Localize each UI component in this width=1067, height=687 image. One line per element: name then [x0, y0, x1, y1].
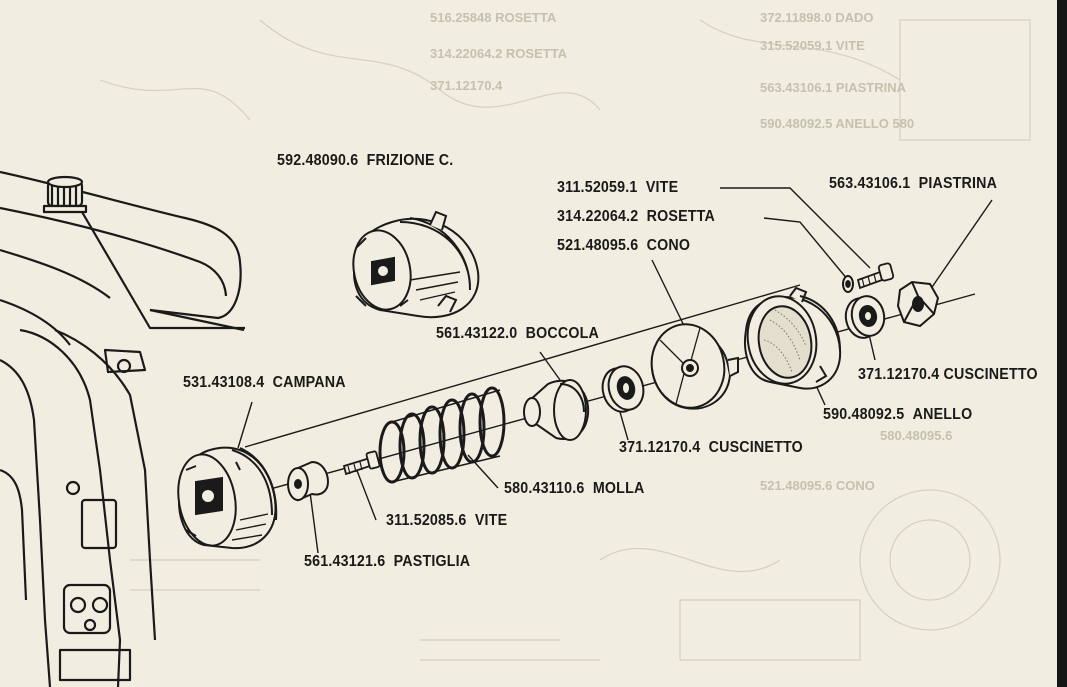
label-cuscinetto-right-name: CUSCINETTO — [943, 366, 1038, 383]
label-vite-bottom-code: 311.52085.6 — [386, 512, 467, 529]
label-campana-name: CAMPANA — [272, 374, 346, 391]
label-vite-top-code: 311.52059.1 — [557, 179, 638, 196]
label-cuscinetto-middle-name: CUSCINETTO — [708, 439, 803, 456]
background-ghost-text: 516.25848 ROSETTA 314.22064.2 ROSETTA 37… — [430, 10, 952, 493]
svg-text:521.48095.6 CONO: 521.48095.6 CONO — [760, 478, 875, 493]
label-cono: 521.48095.6 CONO — [557, 237, 690, 255]
svg-text:516.25848 ROSETTA: 516.25848 ROSETTA — [430, 10, 557, 25]
part-molla-spring — [378, 386, 506, 484]
label-campana: 531.43108.4 CAMPANA — [183, 374, 346, 392]
svg-text:314.22064.2 ROSETTA: 314.22064.2 ROSETTA — [430, 46, 568, 61]
label-boccola: 561.43122.0 BOCCOLA — [436, 325, 599, 343]
label-piastrina-code: 563.43106.1 — [829, 175, 911, 192]
label-cuscinetto-middle: 371.12170.4 CUSCINETTO — [619, 439, 803, 457]
label-frizione-code: 592.48090.6 — [277, 152, 359, 169]
label-anello-name: ANELLO — [912, 406, 973, 423]
part-vite-bottom — [342, 450, 381, 476]
label-pastiglia-code: 561.43121.6 — [304, 553, 386, 570]
label-frizione-name: FRIZIONE C. — [366, 152, 454, 169]
label-pastiglia: 561.43121.6 PASTIGLIA — [304, 553, 470, 571]
svg-text:371.12170.4: 371.12170.4 — [430, 78, 503, 93]
label-boccola-name: BOCCOLA — [525, 325, 600, 342]
label-pastiglia-name: PASTIGLIA — [393, 553, 471, 570]
label-anello-code: 590.48092.5 — [823, 406, 905, 423]
label-piastrina: 563.43106.1 PIASTRINA — [829, 175, 997, 193]
part-cuscinetto-right — [844, 295, 886, 339]
part-anello — [744, 286, 842, 390]
svg-text:580.48095.6: 580.48095.6 — [880, 428, 952, 443]
svg-text:372.11898.0 DADO: 372.11898.0 DADO — [760, 10, 873, 25]
part-piastrina — [896, 280, 940, 328]
label-molla-code: 580.43110.6 — [504, 480, 585, 497]
svg-text:563.43106.1 PIASTRINA: 563.43106.1 PIASTRINA — [760, 80, 907, 95]
part-pastiglia — [287, 460, 330, 502]
label-cuscinetto-right: 371.12170.4 CUSCINETTO — [858, 366, 1038, 384]
label-rosetta-code: 314.22064.2 — [557, 208, 639, 225]
label-molla: 580.43110.6 MOLLA — [504, 480, 644, 498]
page-edge-gap — [1055, 0, 1057, 687]
label-cuscinetto-middle-code: 371.12170.4 — [619, 439, 701, 456]
engine-case-drawing — [0, 170, 245, 687]
label-anello: 590.48092.5 ANELLO — [823, 406, 972, 424]
label-rosetta: 314.22064.2 ROSETTA — [557, 208, 715, 226]
part-cono — [650, 323, 739, 410]
label-piastrina-name: PIASTRINA — [918, 175, 998, 192]
page-edge-border — [1057, 0, 1067, 687]
label-vite-bottom: 311.52085.6 VITE — [386, 512, 507, 530]
part-vite-top — [856, 262, 895, 290]
label-vite-bottom-name: VITE — [474, 512, 508, 529]
label-vite-top-name: VITE — [645, 179, 679, 196]
label-cuscinetto-right-code: 371.12170.4 — [858, 366, 940, 383]
background-ghost-print — [99, 19, 1031, 661]
part-rosetta — [842, 275, 854, 293]
label-campana-code: 531.43108.4 — [183, 374, 265, 391]
label-molla-name: MOLLA — [592, 480, 645, 497]
label-boccola-code: 561.43122.0 — [436, 325, 518, 342]
label-vite-top: 311.52059.1 VITE — [557, 179, 678, 197]
label-cono-code: 521.48095.6 — [557, 237, 639, 254]
part-boccola — [523, 379, 590, 441]
part-frizione-assembly — [352, 210, 480, 319]
svg-text:590.48092.5 ANELLO 580: 590.48092.5 ANELLO 580 — [760, 116, 914, 131]
label-frizione: 592.48090.6 FRIZIONE C. — [277, 152, 453, 170]
label-rosetta-name: ROSETTA — [646, 208, 715, 225]
part-cuscinetto-middle — [601, 365, 645, 413]
part-campana — [177, 446, 278, 550]
label-cono-name: CONO — [646, 237, 691, 254]
svg-text:315.52059.1 VITE: 315.52059.1 VITE — [760, 38, 865, 53]
